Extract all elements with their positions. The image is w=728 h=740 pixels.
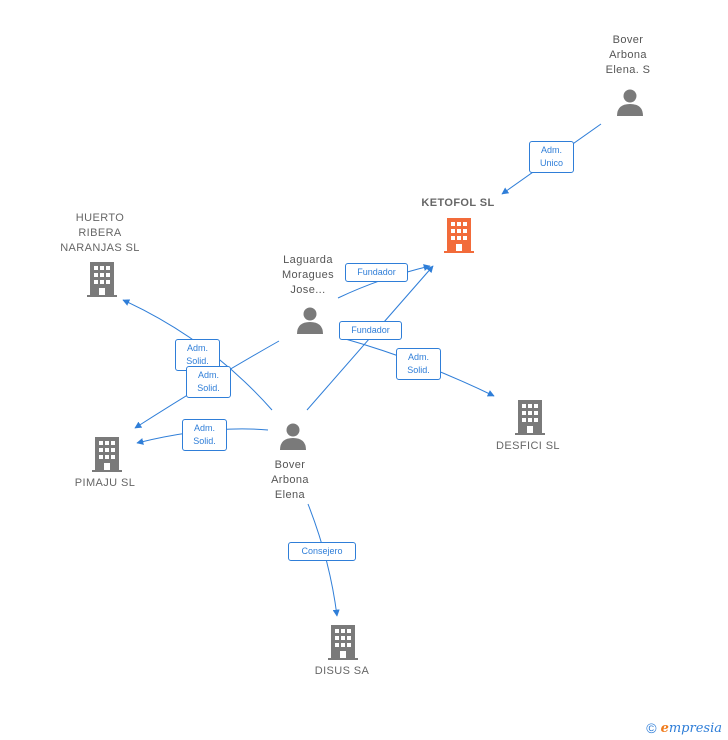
node-label-bover-elena: Bover Arbona Elena — [271, 459, 309, 501]
node-label-laguarda: Laguarda Moragues Jose... — [281, 254, 335, 296]
edge-label-fundador-bover: Fundador — [339, 321, 402, 340]
node-label-disus: DISUS SA — [314, 665, 370, 677]
edge-label-fundador-laguarda: Fundador — [345, 263, 408, 282]
building-icon[interactable] — [86, 261, 118, 297]
copyright-icon: © — [646, 720, 657, 736]
edge-label-adm-unico: Adm. Unico — [529, 141, 574, 173]
node-label-bover-elena-s: Bover Arbona Elena. S — [605, 34, 651, 76]
person-icon[interactable] — [278, 422, 308, 452]
edge-label-adm-solid-pimaju-b: Adm. Solid. — [182, 419, 227, 451]
node-label-pimaju: PIMAJU SL — [74, 477, 136, 489]
brand-footer: © empresia — [646, 720, 722, 736]
building-icon[interactable] — [91, 436, 123, 472]
brand-logo[interactable]: empresia — [660, 720, 722, 736]
building-icon[interactable] — [443, 217, 475, 253]
edge-label-consejero: Consejero — [288, 542, 356, 561]
edge-label-adm-solid-pimaju-a: Adm. Solid. — [186, 366, 231, 398]
edge-label-adm-solid-huerto: Adm. Solid. — [175, 339, 220, 371]
node-label-huerto: HUERTO RIBERA NARANJAS SL — [60, 212, 140, 254]
person-icon[interactable] — [295, 306, 325, 336]
person-icon[interactable] — [615, 88, 645, 118]
edge-label-adm-solid-desfici: Adm. Solid. — [396, 348, 441, 380]
node-label-desfici: DESFICI SL — [496, 440, 560, 452]
node-label-ketofol: KETOFOL SL — [421, 197, 495, 209]
building-icon[interactable] — [327, 624, 359, 660]
building-icon[interactable] — [514, 399, 546, 435]
